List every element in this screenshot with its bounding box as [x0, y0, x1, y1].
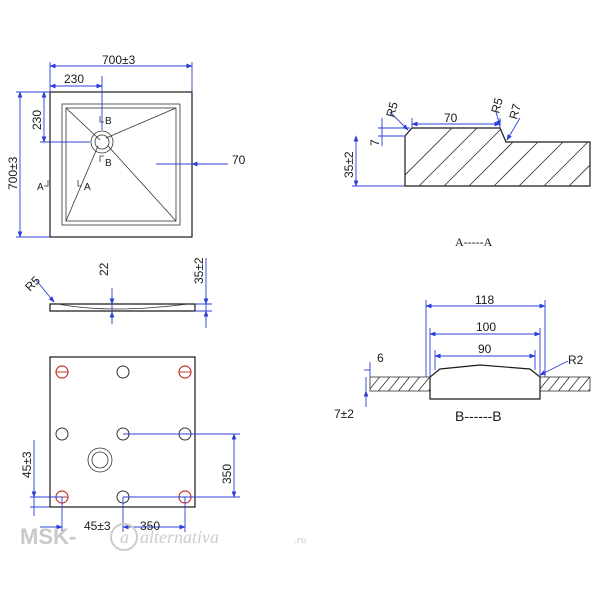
dim-height-label: 700±3 [6, 156, 20, 190]
watermark-logo-letter: a [120, 527, 129, 547]
section-a-caption: A-----A [455, 235, 493, 249]
support-foot [55, 427, 69, 441]
drain-section [429, 364, 541, 400]
section-a-profile [404, 127, 591, 187]
watermark-suffix: .ru [294, 534, 307, 546]
section-a-marker-left [44, 180, 49, 187]
section-a-label-left: A [37, 182, 44, 193]
tray-underside [49, 356, 196, 508]
dim-offset-x-label: 230 [64, 72, 84, 86]
side-height-label: 35±2 [192, 257, 206, 284]
watermark: MSK- a alternativa .ru [20, 523, 307, 551]
slope-line [65, 107, 101, 141]
section-a-marker-right [77, 180, 82, 187]
slope-line [107, 145, 177, 222]
section-b-radius-leader [539, 360, 569, 376]
section-a-a: 70 R5 R5 R7 7 35±2 A-----A [342, 96, 591, 249]
watermark-script: alternativa [140, 527, 219, 547]
section-b-outer-label: 118 [475, 293, 494, 307]
section-b-radius-label: R2 [568, 353, 584, 367]
slope-line [65, 145, 99, 222]
section-b-label-top: B [105, 116, 112, 127]
dim-offset-y-label: 45±3 [20, 451, 34, 478]
section-a-radius-right-label: R7 [506, 102, 524, 121]
section-a-radius-mid-label: R5 [488, 96, 506, 115]
section-b-inner-label: 90 [478, 342, 492, 356]
section-b-label-bottom: B [105, 158, 112, 169]
top-view: B B A A 700±3 230 700±3 230 70 [6, 53, 246, 238]
drain-outlet-outer [87, 447, 113, 473]
tray-basin [65, 107, 177, 222]
section-a-height-label: 35±2 [342, 151, 356, 178]
section-b-caption: B------B [455, 408, 502, 424]
section-b-b: 118 100 90 R2 6 7±2 B------B [334, 293, 591, 424]
dim-offset-y-label: 230 [30, 110, 44, 130]
section-a-length-label: 70 [444, 111, 458, 125]
dim-spacing-x-label: 350 [140, 519, 160, 533]
tray-slope [57, 303, 189, 310]
floor-right-hatching [540, 377, 590, 391]
drain-offset-label: 70 [232, 153, 246, 167]
floor-left-hatching [370, 377, 430, 391]
drain-outer-circle [90, 130, 114, 154]
slope-line [105, 107, 177, 139]
section-a-radius-mid-leader [495, 111, 501, 127]
section-a-hatching [405, 128, 590, 186]
section-b-mid-label: 100 [476, 320, 496, 334]
drain-inner-circle [94, 134, 110, 150]
side-radius-leader [35, 279, 55, 303]
section-a-radius-right-leader [506, 117, 521, 141]
section-b-marker-top [99, 116, 104, 123]
drain-outlet-inner [91, 451, 109, 469]
section-a-label-right: A [84, 182, 91, 193]
dim-offset-x-label: 45±3 [84, 519, 111, 533]
watermark-logo-icon [110, 523, 138, 551]
section-b-depth-label: 7±2 [334, 407, 354, 421]
tray-inner-rim [61, 103, 181, 226]
section-a-radius-left-leader [389, 111, 409, 131]
tray-profile [49, 303, 196, 312]
section-b-marker-bottom [99, 155, 104, 162]
section-b-step-label: 6 [377, 351, 384, 365]
side-radius-label: R5 [22, 273, 43, 294]
side-depth-label: 22 [97, 262, 111, 276]
side-view: R5 22 35±2 [22, 257, 212, 328]
dim-spacing-y-label: 350 [220, 464, 234, 484]
section-a-radius-left-label: R5 [383, 100, 401, 119]
dim-width-label: 700±3 [102, 53, 136, 67]
section-a-edge-label: 7 [368, 139, 382, 146]
bottom-view: 350 45±3 45±3 350 [20, 356, 240, 533]
watermark-brand: MSK- [20, 524, 76, 549]
support-foot [116, 365, 130, 379]
